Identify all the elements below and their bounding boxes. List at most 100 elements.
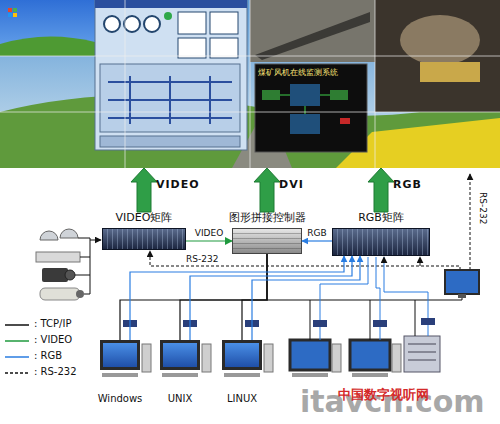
logo-tile bbox=[13, 8, 17, 12]
flow-lines bbox=[280, 95, 330, 114]
extender-box bbox=[183, 320, 197, 327]
alarm-block bbox=[340, 118, 350, 124]
camera-lens bbox=[76, 290, 84, 298]
signal-name: RS-232 bbox=[478, 192, 488, 224]
controller-chassis bbox=[232, 228, 302, 254]
legend-line bbox=[5, 356, 29, 358]
legend-sample bbox=[4, 368, 30, 378]
gauge bbox=[178, 12, 206, 34]
signal-line bbox=[302, 240, 332, 241]
gauge bbox=[210, 12, 238, 34]
matrix-chassis bbox=[102, 228, 186, 250]
conveyor-belt bbox=[255, 12, 370, 60]
signal-line bbox=[252, 256, 360, 340]
signal-arrow bbox=[131, 168, 157, 212]
tcp-bus bbox=[267, 298, 462, 300]
status-block bbox=[290, 114, 320, 134]
pc-tower bbox=[202, 344, 211, 372]
window-titlebar bbox=[95, 0, 247, 8]
monitor-stand bbox=[458, 294, 466, 298]
desktop-hill bbox=[0, 36, 95, 56]
landscape-screen bbox=[0, 0, 500, 168]
signal-line bbox=[180, 254, 267, 340]
gauge bbox=[178, 38, 206, 58]
rgb-lines bbox=[320, 257, 428, 340]
signal-line bbox=[242, 254, 267, 340]
fan-symbol bbox=[104, 16, 120, 32]
fan-symbol bbox=[124, 16, 140, 32]
signal-line bbox=[186, 240, 232, 241]
workstation-monitor: Windows bbox=[100, 340, 140, 370]
rs232-line bbox=[470, 174, 471, 270]
screen-title: 煤矿风机在线监测系统 bbox=[258, 68, 338, 77]
control-pc bbox=[267, 270, 479, 300]
legend-text: : RGB bbox=[34, 350, 62, 361]
camcorder-lens bbox=[65, 270, 75, 280]
status-block bbox=[330, 90, 348, 100]
extender-box bbox=[245, 320, 259, 327]
screen-seams bbox=[0, 0, 500, 168]
watermark: 中国数字视听网 bbox=[338, 386, 429, 404]
tcp-drops bbox=[310, 300, 415, 340]
source-feed bbox=[90, 240, 101, 241]
workstation-monitor: LINUX bbox=[222, 340, 262, 370]
legend-sample bbox=[4, 336, 30, 346]
os-label: Windows bbox=[98, 393, 143, 405]
matrix-chassis bbox=[332, 228, 430, 256]
server-rack bbox=[404, 336, 440, 372]
logo-tile bbox=[8, 8, 12, 12]
signal-line bbox=[120, 254, 267, 340]
gauge bbox=[210, 38, 238, 58]
status-block bbox=[290, 84, 320, 106]
status-block bbox=[262, 90, 280, 100]
dvd-player bbox=[36, 252, 80, 262]
device-label: VIDEO矩阵 bbox=[116, 212, 173, 225]
wall-controller: 图形拼接控制器 bbox=[232, 212, 302, 254]
mine-light bbox=[400, 15, 480, 65]
rs232-line bbox=[420, 257, 421, 266]
legend-line bbox=[5, 324, 29, 326]
status-lamp bbox=[164, 12, 172, 20]
signal-label: DVI bbox=[279, 178, 304, 191]
extender-box bbox=[313, 320, 327, 327]
signal-label: VIDEO bbox=[156, 178, 200, 191]
pipe-lines bbox=[108, 76, 232, 124]
os-label: LINUX bbox=[227, 393, 257, 405]
bullet-camera bbox=[40, 288, 80, 300]
signal-label: VIDEO bbox=[195, 228, 224, 238]
device-label: 图形拼接控制器 bbox=[229, 212, 306, 225]
fan-symbol bbox=[144, 16, 160, 32]
dome-camera bbox=[60, 229, 78, 238]
legend-sample bbox=[4, 320, 30, 330]
mine-machine bbox=[420, 62, 480, 82]
signal-arrow bbox=[254, 168, 280, 212]
video-matrix: VIDEO矩阵 bbox=[102, 212, 186, 250]
legend-text: : TCP/IP bbox=[34, 318, 71, 329]
device-label: RGB矩阵 bbox=[358, 212, 404, 225]
desktop-screen bbox=[0, 0, 95, 56]
legend-line bbox=[5, 372, 29, 374]
monitor-window bbox=[255, 64, 367, 152]
workstation-monitor: UNIX bbox=[160, 340, 200, 370]
video-sources bbox=[36, 229, 101, 300]
logo-tile bbox=[13, 13, 17, 17]
flow-panel bbox=[100, 64, 240, 132]
rs232-lines bbox=[150, 174, 470, 270]
monitor-symbol bbox=[350, 340, 390, 370]
dome-camera bbox=[40, 231, 58, 240]
scada-window bbox=[95, 0, 247, 150]
pc-tower bbox=[392, 344, 401, 372]
conveyor-photo bbox=[250, 0, 375, 62]
signal-name: RS-232 bbox=[186, 254, 218, 264]
keyboards bbox=[102, 373, 388, 377]
pc-tower bbox=[264, 344, 273, 372]
signal-label: RGB bbox=[307, 228, 326, 238]
monitor-symbol bbox=[290, 340, 330, 370]
extender-box bbox=[373, 320, 387, 327]
rack-units bbox=[408, 344, 436, 360]
legend-line bbox=[5, 340, 29, 342]
os-label: UNIX bbox=[168, 393, 193, 405]
extender-box bbox=[421, 318, 435, 325]
monitor-symbol bbox=[445, 270, 479, 294]
